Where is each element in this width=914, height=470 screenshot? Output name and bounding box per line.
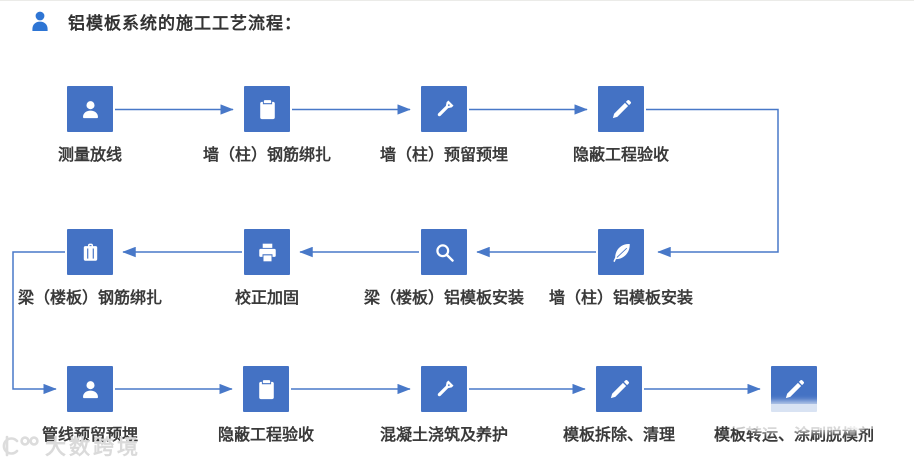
step-label: 模板拆除、清理 [562, 427, 676, 444]
watermark-blur-patch [728, 404, 892, 431]
step-label: 梁（楼板）铝模板安装 [363, 290, 525, 307]
briefcase-icon [83, 243, 97, 261]
flow-step-r2-c3: 校正加固 [235, 229, 299, 307]
connector-left-down [12, 251, 65, 395]
step-box [67, 229, 113, 275]
step-box [244, 229, 290, 275]
step-box [421, 86, 467, 132]
flow-step-r2-c2: 梁（楼板）铝模板安装 [364, 229, 524, 307]
connector-right-down [646, 108, 779, 258]
flow-step-r1-c4: 隐蔽工程验收 [573, 86, 669, 164]
page-title: 铝模板系统的施工工艺流程： [68, 13, 302, 33]
user-icon [82, 380, 98, 398]
flow-step-r1-c2: 墙（柱）钢筋绑扎 [203, 86, 331, 164]
user-icon [82, 100, 98, 118]
step-label: 管线预留预埋 [41, 427, 139, 444]
step-label: 混凝土浇筑及养护 [379, 427, 509, 444]
flow-step-r1-c1: 测量放线 [58, 86, 122, 164]
step-label: 墙（柱）钢筋绑扎 [202, 147, 332, 164]
k100-logo [2, 432, 42, 460]
step-label: 测量放线 [57, 147, 123, 164]
search-icon [435, 243, 454, 262]
step-label: 模板转运、涂刷脱模剂 [713, 427, 875, 444]
step-box [67, 366, 113, 412]
step-label: 墙（柱）预留预埋 [379, 147, 509, 164]
step-box [598, 86, 644, 132]
step-box [421, 229, 467, 275]
flow-step-r3-c1: 管线预留预埋 [42, 366, 138, 444]
pencil-icon [785, 379, 804, 398]
step-label: 墙（柱）铝模板安装 [548, 290, 694, 307]
step-box [243, 366, 289, 412]
step-box [67, 86, 113, 132]
header: 铝模板系统的施工工艺流程： [28, 7, 302, 35]
pencil-icon [610, 379, 629, 398]
step-label: 梁（楼板）钢筋绑扎 [17, 290, 163, 307]
pencil-icon [612, 99, 631, 118]
feather-icon [612, 243, 630, 262]
watermark-text: 大数跨境 [45, 436, 141, 459]
flow-step-r3-c4: 模板拆除、清理 [563, 366, 675, 444]
flow-step-r3-c3: 混凝土浇筑及养护 [380, 366, 508, 444]
step-box [421, 366, 467, 412]
flow-step-r2-c4: 梁（楼板）钢筋绑扎 [18, 229, 162, 307]
step-label: 隐蔽工程验收 [572, 147, 670, 164]
clipboard-icon [259, 99, 275, 119]
printer-icon [258, 243, 276, 261]
step-label: 校正加固 [234, 290, 300, 307]
person-icon [28, 7, 52, 35]
step-box [596, 366, 642, 412]
flashlight-icon [437, 99, 454, 116]
step-box [244, 86, 290, 132]
flow-step-r2-c1: 墙（柱）铝模板安装 [549, 229, 693, 307]
site-watermark: 大数跨境 [2, 431, 141, 461]
flashlight-icon [437, 379, 454, 396]
clipboard-icon [258, 379, 274, 399]
step-label: 隐蔽工程验收 [217, 427, 315, 444]
step-box [598, 229, 644, 275]
flow-step-r3-c2: 隐蔽工程验收 [218, 366, 314, 444]
flow-step-r1-c3: 墙（柱）预留预埋 [380, 86, 508, 164]
